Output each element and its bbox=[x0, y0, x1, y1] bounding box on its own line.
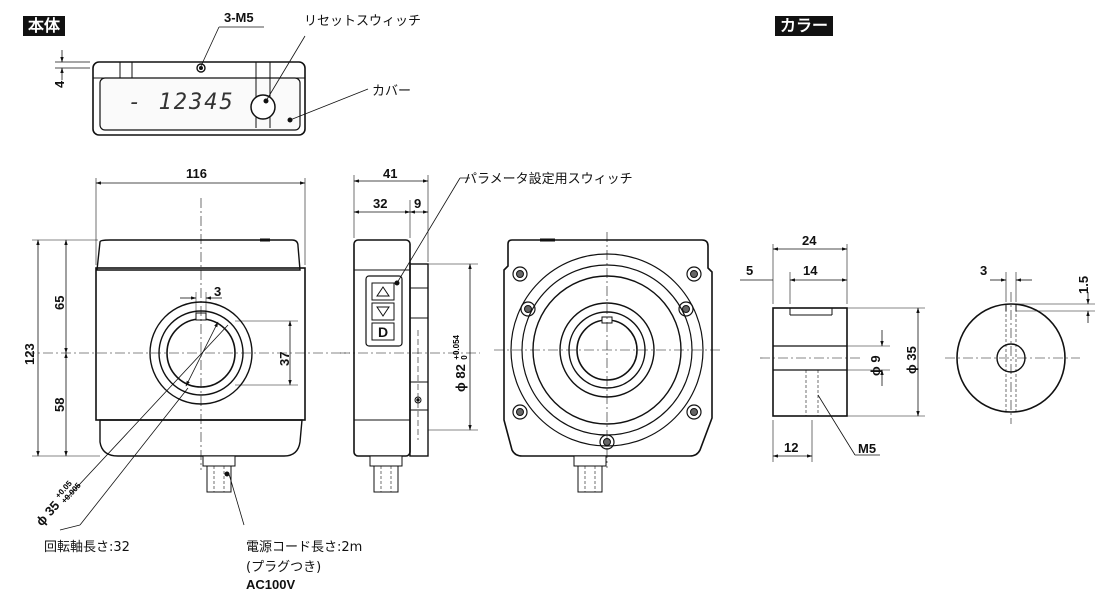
dim-lower-58: 58 bbox=[52, 397, 67, 412]
dim-flange: ϕ 82 +0.054 0 bbox=[452, 335, 470, 392]
screws-callout: 3-M5 bbox=[224, 10, 254, 25]
d-button-label: D bbox=[378, 324, 389, 340]
dim-flange-tol-lower: 0 bbox=[459, 355, 469, 360]
top-view bbox=[55, 26, 369, 136]
cord-length-callout: 電源コード長さ:2m bbox=[246, 540, 363, 555]
reset-switch-callout: リセットスウィッチ bbox=[304, 14, 422, 29]
dim-collar-3: 3 bbox=[980, 263, 988, 278]
dim-collar-5: 5 bbox=[746, 263, 754, 278]
rear-view bbox=[494, 232, 722, 493]
body-section-tag: 本体 bbox=[23, 16, 66, 36]
dim-top-4: 4 bbox=[52, 80, 67, 88]
dim-collar-12: 12 bbox=[784, 440, 799, 455]
dim-collar-14: 14 bbox=[803, 263, 818, 278]
dim-inner-37: 37 bbox=[277, 351, 292, 366]
dim-collar-24: 24 bbox=[802, 233, 817, 248]
shaft-length-callout: 回転軸長さ:32 bbox=[44, 540, 130, 555]
collar-side-view bbox=[740, 244, 925, 462]
collar-end-view bbox=[945, 272, 1095, 424]
dim-collar-phi35: ϕ 35 bbox=[904, 346, 919, 374]
side-view bbox=[340, 175, 480, 493]
dim-height-123: 123 bbox=[22, 343, 37, 365]
dim-width-116: 116 bbox=[186, 166, 207, 181]
dim-collar-1-5: 1.5 bbox=[1076, 275, 1091, 294]
collar-section-tag: カラー bbox=[775, 16, 834, 36]
m5-callout: M5 bbox=[858, 441, 877, 456]
param-switch-callout: パラメータ設定用スウィッチ bbox=[464, 172, 633, 187]
dim-collar-phi9: ϕ 9 bbox=[868, 355, 883, 376]
voltage-callout: AC100V bbox=[246, 577, 296, 592]
dim-side-32: 32 bbox=[373, 196, 388, 211]
dim-upper-65: 65 bbox=[52, 295, 67, 310]
display-readout: - 12345 bbox=[128, 90, 235, 115]
dim-side-41: 41 bbox=[383, 166, 398, 181]
cover-callout: カバー bbox=[372, 84, 412, 99]
dim-flange-phi: ϕ 82 bbox=[453, 364, 468, 392]
front-view bbox=[25, 178, 350, 531]
plug-callout: (プラグつき) bbox=[246, 560, 322, 575]
dim-side-9: 9 bbox=[414, 196, 422, 211]
dim-slot-3: 3 bbox=[214, 284, 222, 299]
